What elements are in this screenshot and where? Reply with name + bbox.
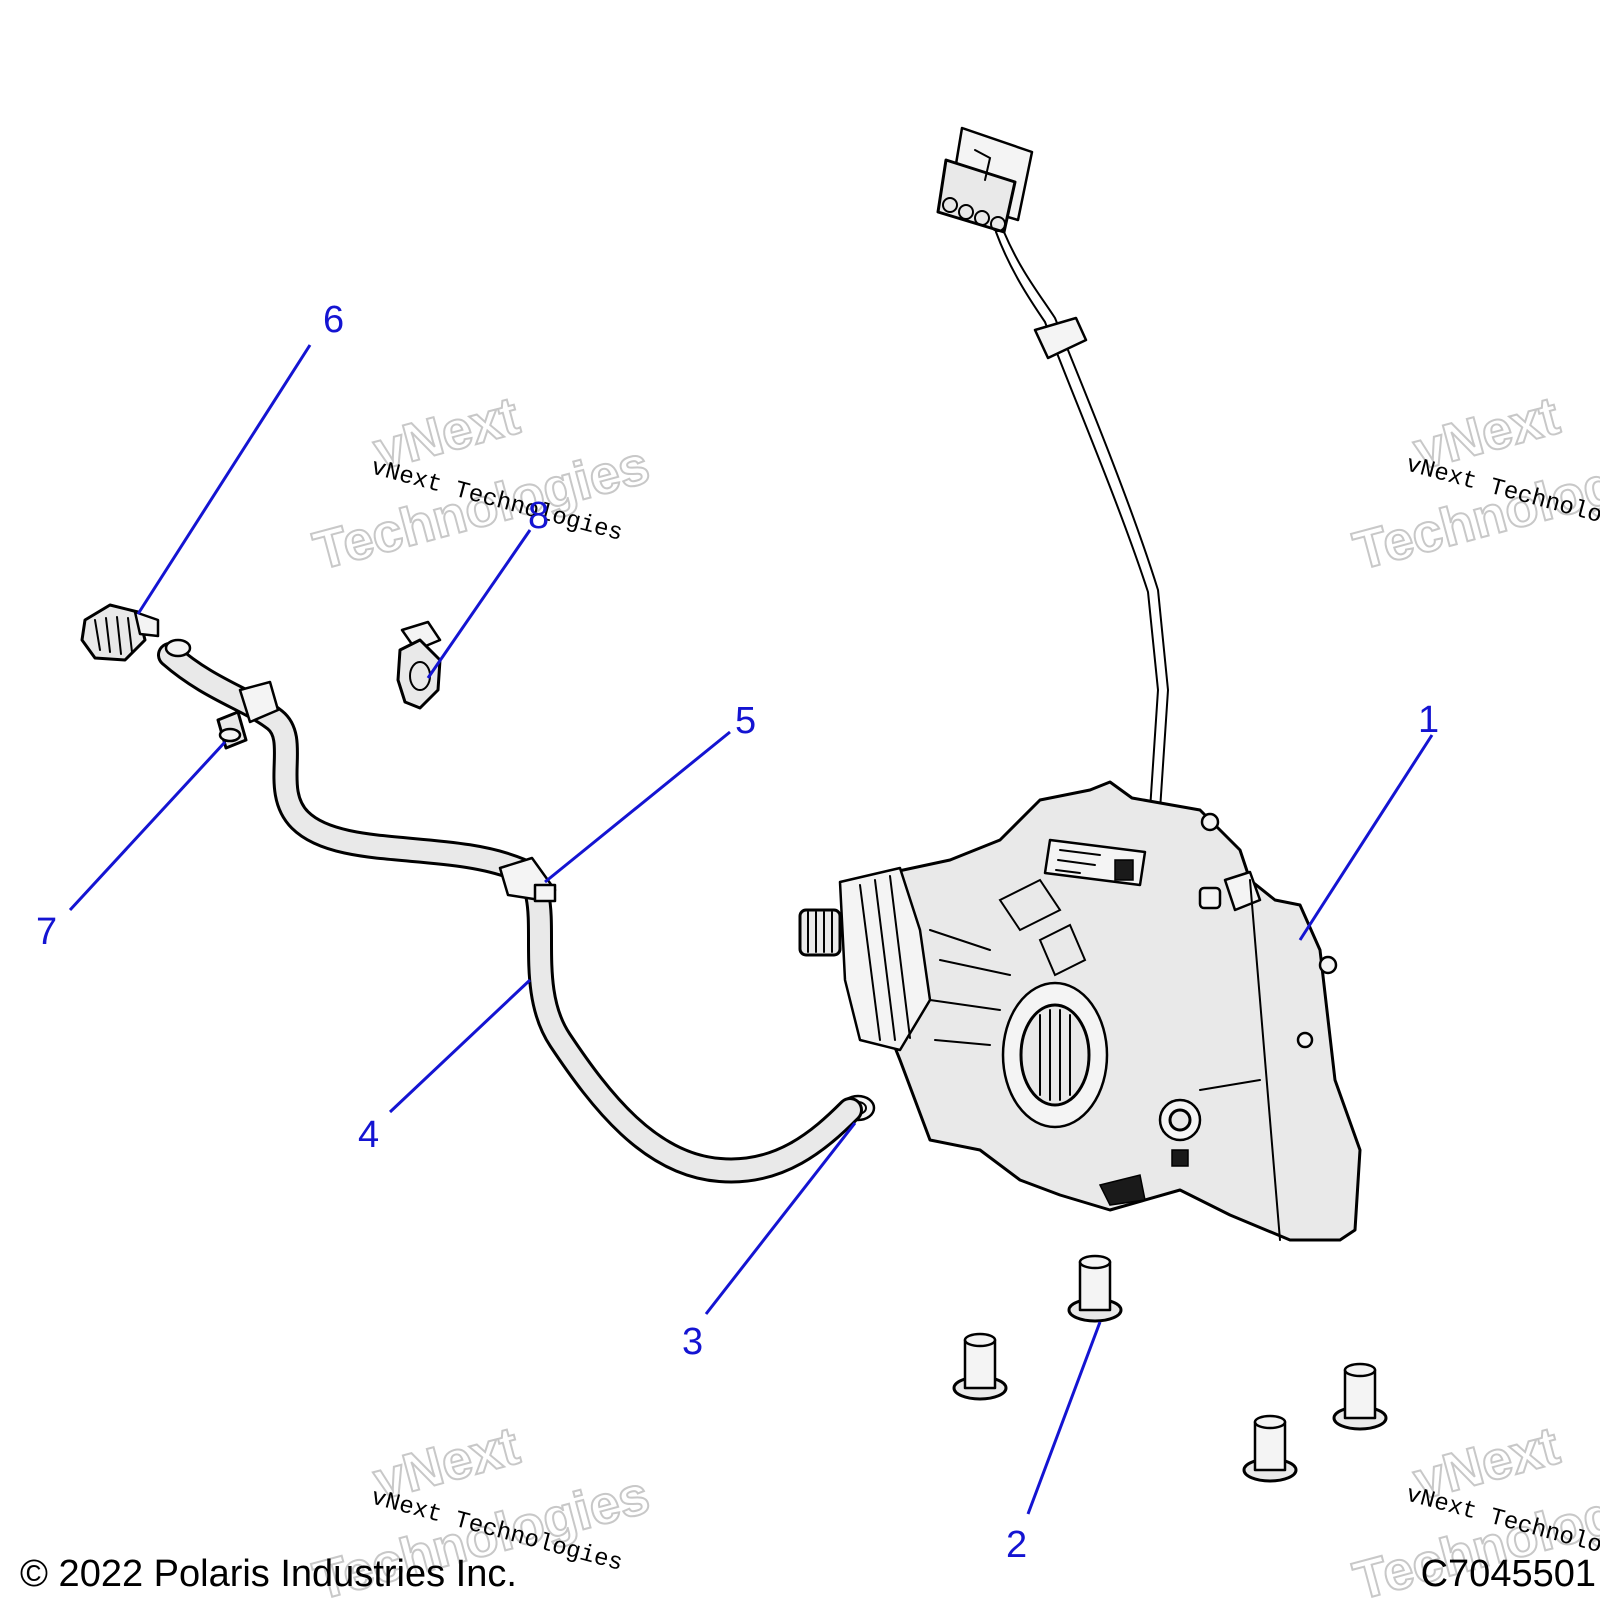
callout-4: 4	[358, 1114, 379, 1156]
vent-fitting	[80, 603, 160, 662]
watermark-top-right: vNext Technologies vNext Technologies	[1347, 385, 1600, 583]
leader-1	[1298, 734, 1434, 941]
callout-8: 8	[528, 495, 549, 537]
callout-5: 5	[735, 700, 756, 742]
bolt-1	[1067, 1254, 1123, 1323]
leader-2	[1026, 1321, 1102, 1515]
bolt-3	[1332, 1362, 1388, 1431]
callout-7: 7	[36, 911, 57, 953]
watermark-top-left: vNext Technologies vNext Technologies	[307, 385, 657, 583]
hose-retainer-clip	[498, 856, 557, 903]
diagram-code: C7045501	[1420, 1553, 1596, 1595]
callout-1: 1	[1418, 699, 1439, 741]
callout-3: 3	[682, 1321, 703, 1363]
gearcase-assembly	[798, 126, 1362, 1242]
leader-5	[544, 730, 731, 884]
hose-fitting	[216, 680, 280, 750]
bolt-4	[1242, 1414, 1298, 1483]
copyright-notice: © 2022 Polaris Industries Inc.	[20, 1553, 517, 1595]
callout-6: 6	[323, 299, 344, 341]
bolt-set	[952, 1254, 1388, 1483]
callout-2: 2	[1006, 1524, 1027, 1566]
bolt-2	[952, 1332, 1008, 1401]
leader-8	[426, 529, 532, 679]
leader-6	[136, 344, 312, 615]
leader-4	[388, 978, 532, 1114]
leader-3	[704, 1122, 857, 1315]
harness-clip	[396, 620, 442, 710]
leader-7	[68, 740, 227, 912]
harness-connector	[936, 126, 1034, 234]
